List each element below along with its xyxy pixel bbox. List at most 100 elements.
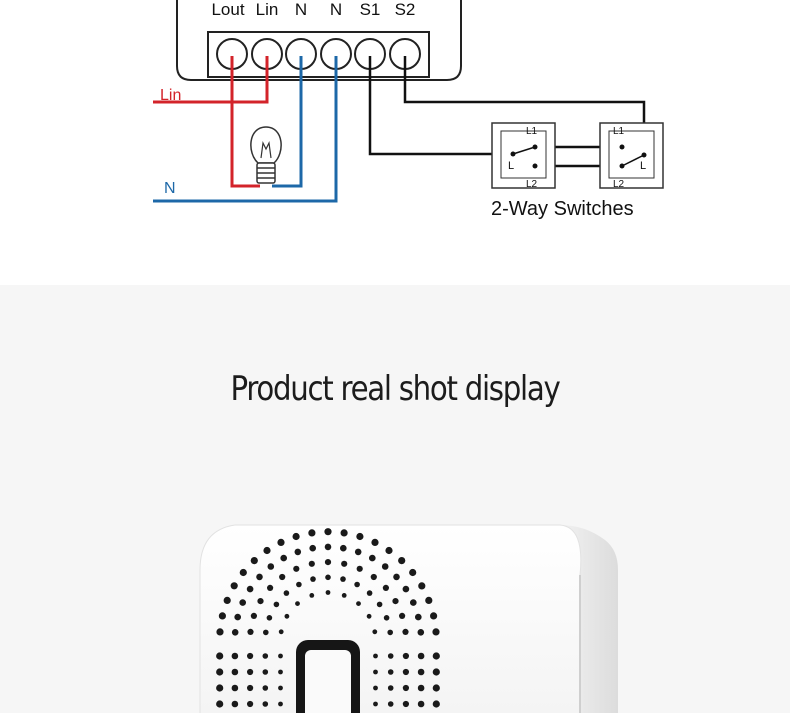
dot [223, 596, 231, 604]
dot [267, 563, 275, 570]
dot [432, 652, 440, 660]
dot [385, 546, 393, 555]
dot [402, 652, 409, 660]
n-wire [153, 56, 338, 203]
dot [247, 652, 254, 660]
dot [366, 590, 373, 596]
dot [284, 613, 290, 619]
dot [250, 612, 257, 619]
switch-left-l1-label: L1 [526, 126, 538, 137]
dot [370, 573, 377, 581]
dot [231, 668, 239, 676]
dot [324, 528, 332, 536]
dot [399, 612, 406, 619]
switch-right-l-label: L [640, 160, 646, 172]
dot [283, 590, 290, 596]
switch-right-l2-label: L2 [613, 179, 625, 190]
dot [239, 568, 247, 577]
dot [387, 653, 394, 659]
dot [257, 598, 264, 605]
dot [216, 668, 224, 676]
dot [371, 538, 379, 546]
dot [266, 615, 273, 621]
dot [387, 685, 394, 691]
dot [372, 629, 378, 635]
dot [262, 669, 269, 675]
dot [273, 601, 280, 608]
dot [432, 668, 440, 676]
dot [340, 529, 348, 537]
product-photo [199, 524, 618, 713]
dot [417, 629, 425, 636]
live-wires [153, 56, 269, 188]
dot [373, 653, 378, 659]
dot [218, 612, 226, 620]
dot [246, 585, 254, 593]
dot [263, 546, 271, 555]
dot [234, 613, 241, 621]
terminal-label-s2: S2 [395, 0, 416, 19]
dot [430, 612, 438, 620]
n-line-label: N [164, 180, 176, 197]
dot [231, 684, 239, 692]
dot [356, 532, 364, 541]
dot [216, 652, 224, 660]
dot [324, 543, 332, 551]
dot [267, 584, 274, 591]
dot [296, 581, 302, 588]
dot [383, 615, 390, 621]
terminal-label-lin: Lin [256, 0, 279, 19]
dot [278, 629, 284, 635]
dot [341, 560, 348, 567]
dot [409, 568, 417, 577]
dot [382, 584, 389, 591]
dot [341, 593, 347, 598]
dot [279, 573, 286, 581]
dot [262, 653, 269, 659]
showcase-title: Product real shot display [230, 369, 560, 409]
dot [216, 700, 224, 708]
dot [432, 700, 440, 708]
dot [310, 576, 316, 582]
dot [402, 700, 409, 708]
dot [280, 554, 288, 562]
dot [247, 668, 254, 676]
dot [247, 684, 254, 692]
terminal-label-lout: Lout [211, 0, 244, 19]
dot [356, 601, 361, 606]
dot [295, 601, 300, 606]
dot [432, 628, 440, 636]
terminal-labels: Lout Lin N N S1 S2 [211, 0, 415, 19]
dot [410, 599, 417, 606]
dot [325, 590, 331, 595]
dot [369, 554, 376, 562]
dot [309, 544, 317, 552]
dot [262, 685, 269, 691]
lin-line-label: Lin [160, 87, 181, 104]
dot [340, 576, 346, 582]
switch-right: L1 L L2 [599, 122, 664, 190]
switch-left-l-label: L [508, 160, 514, 172]
dot [308, 560, 315, 567]
dot [325, 574, 331, 581]
lout-wire [230, 56, 260, 188]
lamp-neutral-wire [272, 56, 303, 188]
switch-left: L1 L L2 [491, 122, 556, 190]
product-front [199, 524, 582, 713]
dot [294, 548, 302, 556]
dot [366, 613, 372, 619]
dot [381, 563, 389, 570]
dot [250, 557, 258, 565]
dot [417, 700, 425, 708]
dot [432, 684, 440, 692]
dot-pattern [216, 528, 440, 708]
dot [392, 598, 399, 605]
dot [247, 700, 254, 708]
dot [425, 596, 433, 604]
dot [415, 613, 422, 621]
terminal-label-n2: N [330, 0, 342, 19]
s1-wire [368, 56, 513, 156]
dot [216, 628, 224, 636]
dot [402, 585, 410, 593]
dot [263, 629, 269, 636]
